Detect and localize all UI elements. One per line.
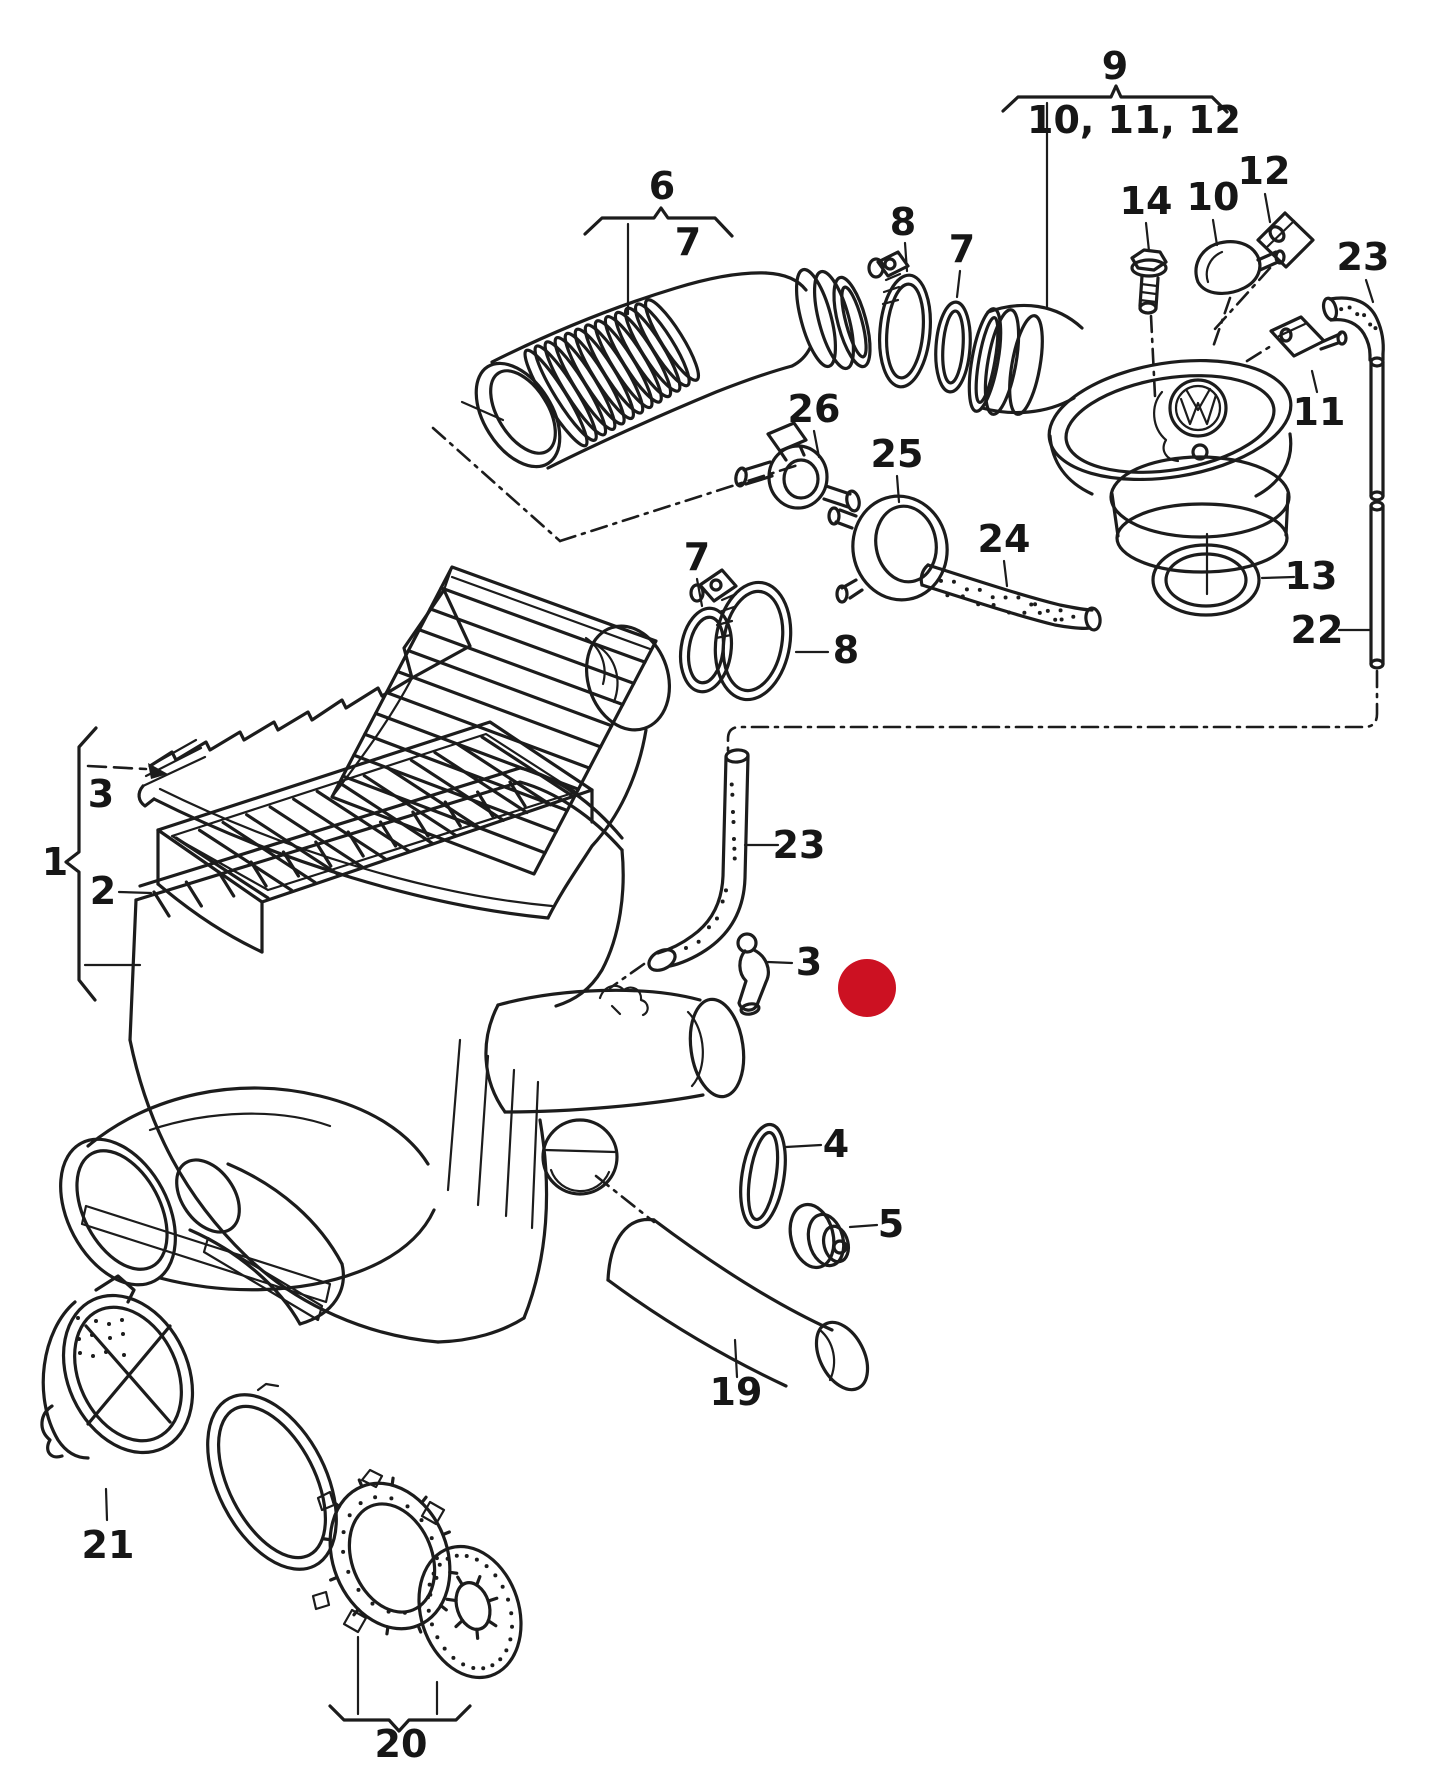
callout-8-mid: 8 xyxy=(833,628,859,672)
bracket-12 xyxy=(1212,211,1315,332)
callout-6: 6 xyxy=(649,164,675,208)
o-ring-7-top xyxy=(934,300,972,394)
corrugation-ribs xyxy=(523,298,701,448)
gasket-20 xyxy=(417,1544,523,1680)
corrugated-intake-hose xyxy=(474,267,872,470)
spring-clip-3 xyxy=(736,932,770,1016)
callout-7-top: 7 xyxy=(949,227,975,271)
stipple-dots xyxy=(683,305,1378,950)
callout-3-center: 3 xyxy=(796,940,822,984)
port-circle xyxy=(541,1118,656,1224)
valve-26 xyxy=(734,421,861,513)
callout-12: 12 xyxy=(1238,149,1291,193)
filter-element-2 xyxy=(156,720,594,954)
cover-snout xyxy=(584,624,672,732)
callout-14: 14 xyxy=(1120,179,1173,223)
callout-13: 13 xyxy=(1285,554,1338,598)
callout-11: 11 xyxy=(1293,390,1346,434)
callout-7-mid: 7 xyxy=(684,535,710,579)
pipe-22 xyxy=(726,356,1385,755)
flange-25 xyxy=(827,494,949,604)
alignment-lines xyxy=(431,400,803,543)
callout-25: 25 xyxy=(871,432,924,476)
bracket-11 xyxy=(1245,315,1348,363)
callout-22: 22 xyxy=(1291,608,1344,652)
hose-24 xyxy=(919,563,1102,632)
callout-7-under-6: 7 xyxy=(675,220,701,264)
callout-9: 9 xyxy=(1102,44,1128,88)
bolt-14 xyxy=(1130,248,1168,398)
highlight-marker xyxy=(838,959,896,1017)
callout-23-center: 23 xyxy=(773,823,826,867)
bracket-6 xyxy=(583,206,734,316)
callout-1: 1 xyxy=(42,840,68,884)
oval-ring xyxy=(206,1382,338,1571)
toothed-plate-20 xyxy=(311,1468,459,1636)
breather-hose-23-center xyxy=(608,748,750,990)
bracket-20 xyxy=(328,1635,472,1733)
callout-19: 19 xyxy=(710,1370,763,1414)
bottom-snout xyxy=(175,1158,345,1326)
callout-20: 20 xyxy=(375,1722,428,1766)
intake-elbow-left xyxy=(59,1086,436,1304)
grommet-5 xyxy=(788,1202,851,1270)
callout-10: 10 xyxy=(1187,175,1240,219)
duct-19 xyxy=(606,1217,870,1392)
oval-seal-4 xyxy=(739,1122,787,1230)
bellows-rings xyxy=(1109,455,1291,574)
leader-lines xyxy=(104,192,1375,1522)
hose-clamp-8-mid xyxy=(689,568,793,702)
callout-21: 21 xyxy=(82,1523,135,1567)
callout-24: 24 xyxy=(978,517,1031,561)
callout-23-top: 23 xyxy=(1337,235,1390,279)
bracket-9 xyxy=(1001,84,1229,309)
air-meter-housing xyxy=(967,303,1293,574)
line-art xyxy=(40,84,1385,1733)
vw-logo xyxy=(1153,378,1228,463)
outlet-cylinder xyxy=(484,988,746,1114)
callout-5: 5 xyxy=(878,1202,904,1246)
bracket-1 xyxy=(64,726,168,1002)
callout-3-left: 3 xyxy=(88,772,114,816)
lower-housing-1 xyxy=(128,766,746,1344)
marker-layer xyxy=(838,959,896,1017)
seal-ring-13 xyxy=(1151,532,1261,617)
o-ring-7-mid xyxy=(678,606,734,694)
cage-21 xyxy=(40,1274,195,1460)
callout-10-11-12: 10, 11, 12 xyxy=(1027,98,1241,142)
callout-4: 4 xyxy=(823,1122,849,1166)
callout-2: 2 xyxy=(90,869,116,913)
breather-hose-23-top xyxy=(1321,296,1385,362)
hose-clamp-8-top xyxy=(867,250,932,389)
clip-10 xyxy=(1194,240,1286,352)
callout-26: 26 xyxy=(788,387,841,431)
callout-8-top: 8 xyxy=(890,200,916,244)
